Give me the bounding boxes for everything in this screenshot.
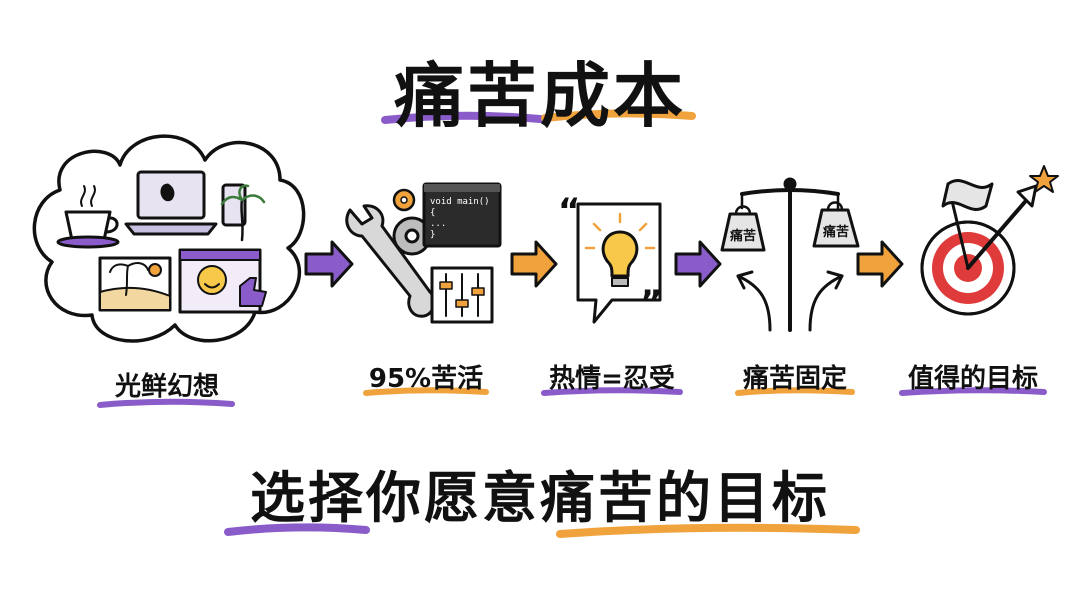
balance-scale-icon: 痛苦 痛苦 bbox=[720, 177, 860, 332]
tagline-underline-purple bbox=[224, 523, 370, 536]
weight-left-label: 痛苦 bbox=[729, 228, 756, 244]
flag-icon bbox=[941, 179, 994, 211]
weight-left-icon bbox=[720, 212, 766, 252]
idea-bubble-icon: “ ” bbox=[558, 191, 662, 324]
beach-photo-icon bbox=[98, 256, 172, 312]
social-post-icon bbox=[178, 248, 267, 314]
title-underline-orange bbox=[541, 109, 696, 122]
target-icon bbox=[920, 165, 1059, 316]
weight-right-label: 痛苦 bbox=[822, 224, 849, 240]
step-label-fixed-pain: 痛苦固定 bbox=[742, 364, 847, 394]
tagline-underline-orange bbox=[556, 523, 860, 538]
palm-tree-icon bbox=[220, 184, 266, 242]
coffee-cup-icon bbox=[56, 185, 120, 249]
close-quote-icon: ” bbox=[640, 283, 662, 323]
growth-arrow-icon bbox=[966, 194, 1032, 270]
tagline: 选择你愿意痛苦的目标 bbox=[249, 466, 830, 530]
step-label-fantasy: 光鲜幻想 bbox=[114, 372, 219, 402]
code-line-2: { bbox=[430, 208, 435, 218]
tools-icon: void main() { ... } bbox=[345, 182, 502, 324]
lightbulb-icon bbox=[584, 212, 656, 287]
code-line-1: void main() bbox=[430, 197, 490, 207]
fantasy-cloud-icon bbox=[32, 134, 306, 343]
arrow-3-icon bbox=[674, 240, 722, 288]
page-title: 痛苦成本 bbox=[394, 55, 686, 137]
open-quote-icon: “ bbox=[558, 191, 580, 231]
arrow-1-icon bbox=[304, 240, 354, 288]
arrow-4-icon bbox=[856, 240, 904, 288]
step-label-passion: 热情=忍受 bbox=[549, 364, 675, 394]
title-underline-purple bbox=[381, 111, 544, 124]
sliders-panel-icon bbox=[430, 266, 494, 324]
arrow-2-icon bbox=[510, 240, 558, 288]
wrench-icon bbox=[345, 204, 436, 318]
code-line-3: ... bbox=[430, 219, 446, 229]
smiley-icon bbox=[197, 265, 227, 295]
star-icon bbox=[1029, 165, 1059, 193]
weight-right-icon bbox=[812, 208, 860, 248]
fork-road-icon bbox=[736, 274, 844, 332]
thumbs-up-icon bbox=[239, 277, 267, 307]
step-label-worthy-goal: 值得的目标 bbox=[907, 364, 1038, 394]
code-line-4: } bbox=[430, 230, 435, 240]
step-label-grunt-work: 95%苦活 bbox=[368, 364, 484, 394]
